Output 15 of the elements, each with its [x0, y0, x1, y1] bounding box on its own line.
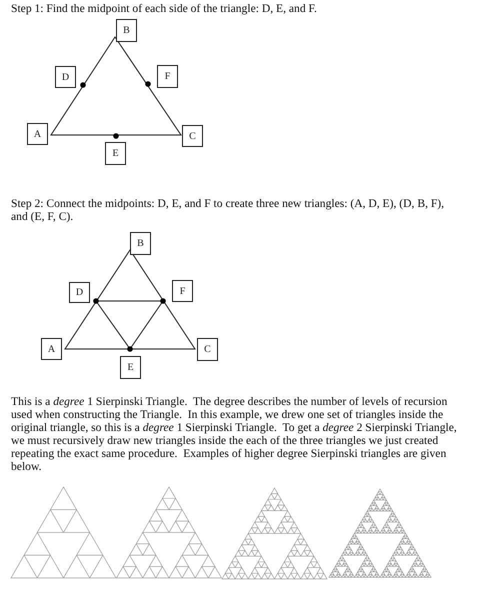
point-label: F	[172, 280, 193, 302]
instruction-text: This is a degree 1 Sierpinski Triangle. The degree describes the number of levels of recursion used when constructing the Triangle. In this example, we drew one set of triangles inside the original triangle, so this is a degree 1 Sierpinski Triangle. To get a degree 2 Sierpinski Triangle, we must recursively draw new triangles inside the each of the three triangles we just created repeating the exact same procedure. Examples of higher degree Sierpinski triangles are given below.	[11, 395, 458, 473]
point-label: A	[27, 123, 48, 145]
point-label: F	[157, 65, 178, 88]
point-label: C	[182, 125, 203, 147]
point-label: E	[105, 142, 126, 165]
point-label: D	[69, 282, 90, 303]
instruction-text: Step 1: Find the midpoint of each side of the triangle: D, E, and F.	[11, 2, 318, 15]
instruction-text: Step 2: Connect the midpoints: D, E, and F to create three new triangles: (A, D, E), (D, B, F), and (E, F, C).	[11, 197, 446, 223]
point-label: D	[55, 66, 76, 88]
point-label: B	[130, 232, 151, 255]
point-label: E	[120, 356, 141, 379]
point-label: A	[41, 338, 62, 360]
point-label: B	[116, 19, 137, 42]
point-label: C	[197, 338, 218, 361]
